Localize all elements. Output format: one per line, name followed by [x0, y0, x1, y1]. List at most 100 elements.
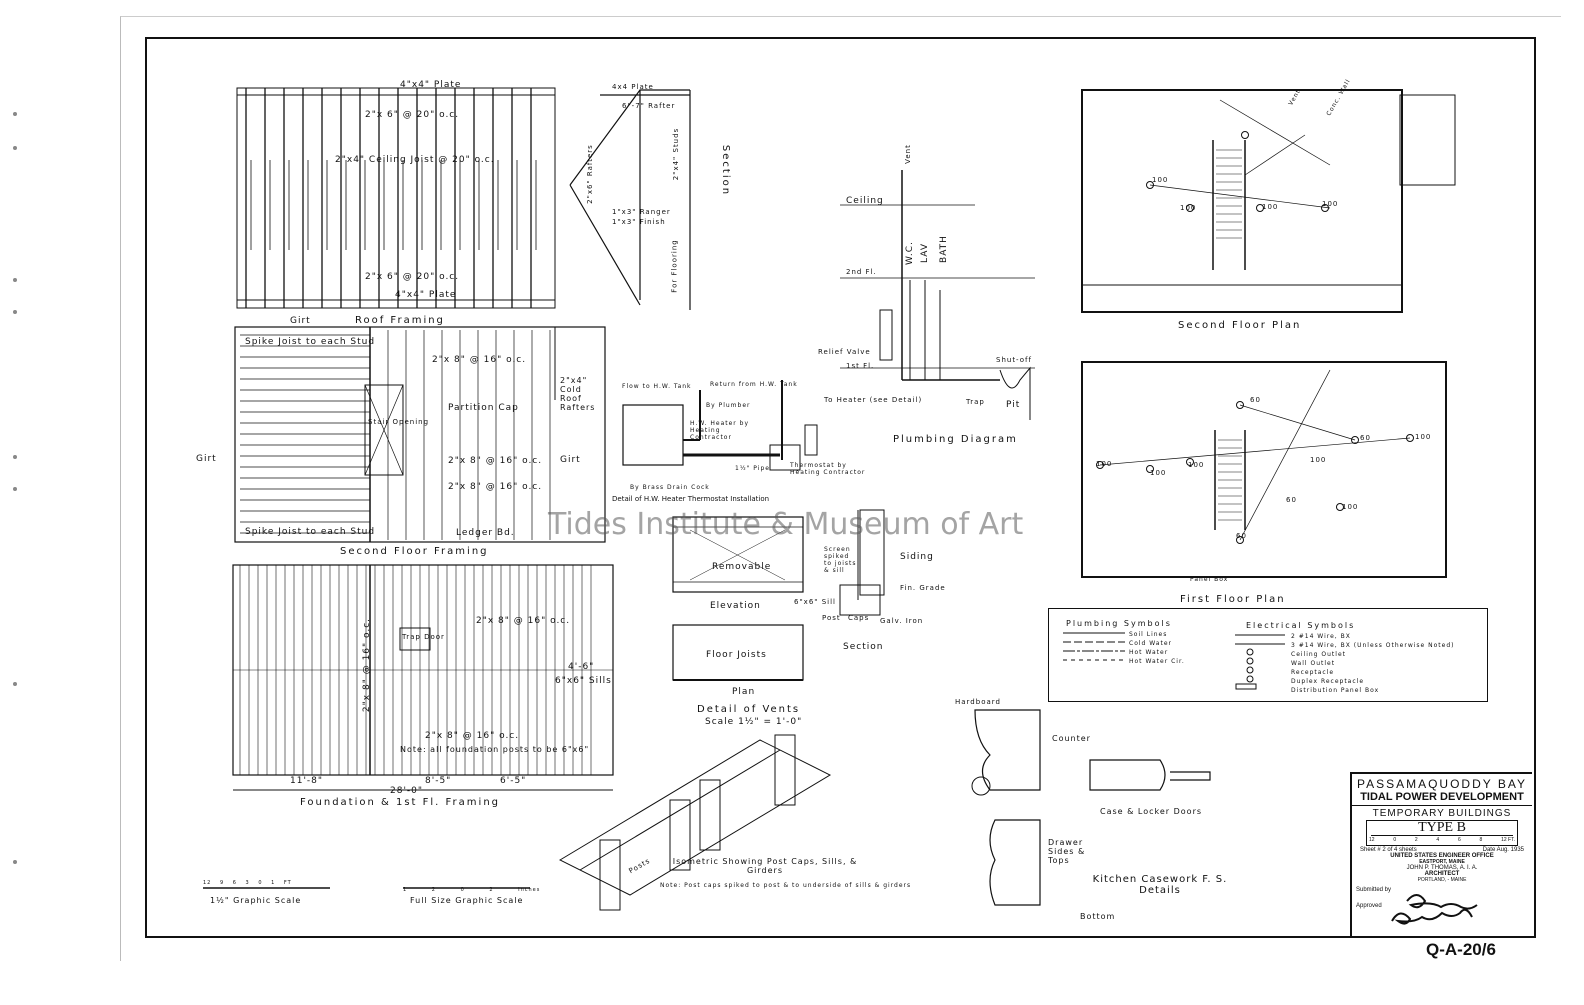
- wiring: [1149, 184, 1331, 209]
- outlet-label: 100: [1152, 176, 1169, 184]
- scale-title: 1½" Graphic Scale: [210, 896, 302, 905]
- casework-label: Case & Locker Doors: [1100, 807, 1203, 816]
- plumbing-label: Relief Valve: [818, 348, 871, 356]
- outlet-label: 100: [1188, 461, 1205, 469]
- second-floor-plan-outline: [1081, 89, 1403, 313]
- vents-label: Elevation: [710, 601, 761, 611]
- drawer-detail: [989, 819, 1041, 906]
- ceiling-outlet: [1146, 465, 1154, 473]
- dimension: 28'-0": [390, 786, 424, 796]
- framing-label: Stair Opening: [368, 418, 430, 426]
- legend-symbol: [1246, 675, 1254, 683]
- plumbing-label: Trap: [966, 398, 985, 406]
- electrical-symbol: 2 #14 Wire, BX: [1291, 633, 1351, 640]
- tick: 6: [232, 880, 237, 886]
- electrical-symbols-title: Electrical Symbols: [1246, 621, 1356, 630]
- hw-heater-title: Detail of H.W. Heater Thermostat Install…: [612, 495, 770, 503]
- tick: 2: [431, 887, 436, 893]
- outlet-label: 60: [1236, 532, 1247, 540]
- framing-label: Girt: [560, 455, 581, 465]
- section-label: 2"x6" Rafters: [585, 144, 594, 204]
- ceiling-outlet: [1406, 434, 1414, 442]
- plan-label: Panel Box: [1190, 576, 1229, 583]
- section-label: 4x4 Plate: [612, 83, 654, 91]
- outlet-label: 100: [1322, 200, 1339, 208]
- framing-label: 2"x 8" @ 16" o.c.: [448, 482, 543, 492]
- outlet-label: 60: [1250, 396, 1261, 404]
- counter-detail: [974, 709, 1041, 791]
- plumbing-symbol-cold: Cold Water: [1129, 640, 1172, 647]
- vents-title: Detail of Vents: [697, 704, 801, 715]
- plumbing-label: LAV: [919, 243, 930, 263]
- punch-hole: [13, 455, 17, 459]
- vents-label: Siding: [900, 552, 934, 562]
- plumbing-label: Pit: [1006, 400, 1021, 410]
- plumbing-label: W.C.: [904, 241, 915, 265]
- drawing-line: [769, 444, 801, 471]
- tick: 12: [203, 880, 212, 886]
- vents-label: Plan: [732, 687, 756, 697]
- hw-label: Flow to H.W. Tank: [622, 383, 692, 390]
- type-scale-ticks: 12 0 2 4 6 8 12 FT.: [1369, 837, 1515, 843]
- tick: 12 FT.: [1501, 837, 1515, 843]
- architect-location: PORTLAND, - MAINE: [1417, 877, 1467, 883]
- ceiling-outlet: [1321, 204, 1329, 212]
- foundation-label: 2"x 8" @ 16" o.c.: [362, 617, 373, 713]
- framing-label: Spike Joist to each Stud: [245, 337, 376, 347]
- wiring: [1239, 369, 1331, 541]
- vents-scale: Scale 1½" = 1'-0": [705, 717, 803, 727]
- scale-ticks: 12 9 6 3 0 1 FT: [203, 880, 292, 886]
- vents-label: Floor Joists: [706, 650, 767, 660]
- submitted-by: Submitted by: [1356, 887, 1392, 893]
- tick: 9: [219, 880, 225, 886]
- section-label: For Flooring: [670, 239, 679, 293]
- outlet-label: 100: [1180, 204, 1197, 212]
- second-floor-plan-title: Second Floor Plan: [1178, 320, 1302, 331]
- isometric-title: Isometric Showing Post Caps, Sills, & Gi…: [672, 857, 858, 875]
- hw-label: Thermostat by Heating Contractor: [790, 462, 866, 476]
- drawing-border: [145, 37, 1536, 938]
- casework-label: Counter: [1052, 734, 1091, 743]
- electrical-symbol: Receptacle: [1291, 669, 1335, 676]
- ceiling-outlet: [1351, 436, 1359, 444]
- wiring: [1239, 404, 1356, 441]
- plumbing-label: 2nd Fl.: [846, 268, 877, 276]
- first-floor-plan-title: First Floor Plan: [1180, 594, 1286, 605]
- punch-hole: [13, 278, 17, 282]
- post: [774, 734, 796, 806]
- outlet-label: 100: [1096, 460, 1113, 468]
- tick: 1 FT: [271, 880, 292, 886]
- outlet-label: 100: [1310, 456, 1327, 464]
- architect: JOHN P. THOMAS, A. I. A.: [1406, 865, 1478, 871]
- vents-label: Section: [843, 642, 884, 652]
- framing-label: Partition Cap: [448, 403, 519, 413]
- framing-label: 2"x4" Cold Roof Rafters: [560, 376, 596, 412]
- section-label: 1"x3" Ranger: [612, 208, 671, 216]
- plumbing-symbols-title: Plumbing Symbols: [1066, 619, 1172, 628]
- trap: [999, 366, 1031, 420]
- tick: 0: [258, 880, 263, 886]
- vents-label: Removable: [712, 562, 772, 572]
- vent-section: [859, 509, 885, 596]
- dimension: 11'-8": [290, 776, 324, 786]
- tick: 6: [1457, 837, 1461, 843]
- roof-framing-outline: [236, 87, 556, 309]
- hw-heater: [622, 404, 684, 466]
- plumbing-label: Ceiling: [846, 196, 884, 206]
- dimension: 8'-5": [425, 776, 452, 786]
- roof-label: 2"x4" Ceiling Joist @ 20" o.c.: [335, 155, 495, 165]
- punch-hole: [13, 682, 17, 686]
- office-location: EASTPORT, MAINE: [1419, 859, 1465, 865]
- framing-label: 2"x 8" @ 16" o.c.: [448, 456, 543, 466]
- foundation-label: Note: all foundation posts to be 6"x6": [400, 745, 590, 754]
- ceiling-outlet: [1096, 461, 1104, 469]
- outlet-label: 100: [1342, 503, 1359, 511]
- second-floor-outline: [234, 326, 606, 543]
- drawing-line: [1399, 94, 1456, 186]
- thermostat: [804, 424, 818, 456]
- panel-box-symbol: [1235, 683, 1257, 690]
- dimension: 4'-6": [568, 662, 595, 672]
- section-label: 2"x4" Studs: [672, 127, 681, 181]
